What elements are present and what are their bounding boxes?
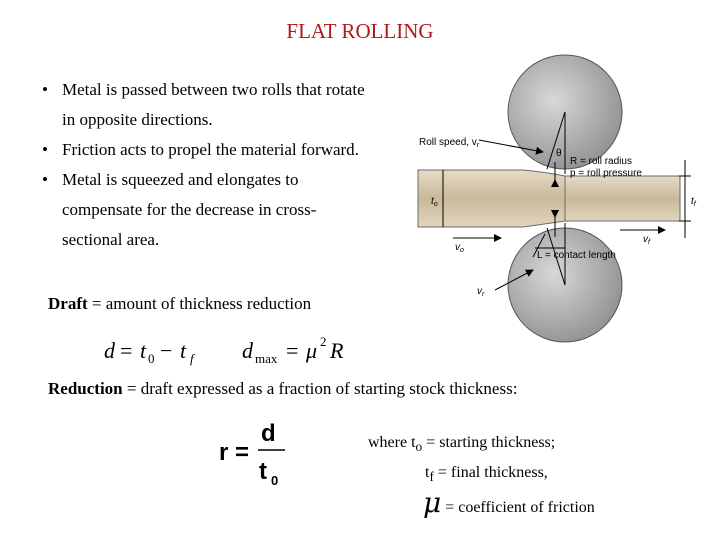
- svg-text:=: =: [235, 439, 249, 466]
- note-where-text: where t: [368, 434, 416, 451]
- reduction-description: = draft expressed as a fraction of start…: [122, 379, 518, 398]
- draft-term: Draft: [48, 294, 88, 313]
- svg-text:0: 0: [148, 351, 155, 366]
- svg-text:vr: vr: [477, 286, 485, 298]
- note-friction-text: = coefficient of friction: [445, 499, 595, 517]
- outgoing-stock: [564, 175, 681, 222]
- reduction-equation: r = d t 0: [219, 420, 285, 488]
- svg-text:=: =: [286, 338, 298, 363]
- final-thickness-subscript: f: [694, 201, 697, 208]
- variable-notes: where to = starting thickness; tf = fina…: [368, 430, 595, 521]
- note-starting-thickness-text: = starting thickness;: [422, 434, 556, 451]
- svg-text:t: t: [140, 338, 147, 363]
- svg-text:vf: vf: [643, 234, 651, 246]
- bullet-text: in opposite directions.: [62, 110, 213, 129]
- svg-text:2: 2: [320, 334, 327, 349]
- bullet-text: Metal is squeezed and elongates to: [62, 170, 299, 189]
- final-thickness-label: t: [691, 196, 695, 207]
- starting-thickness-label: t: [431, 196, 435, 207]
- exit-velocity-label: v: [643, 234, 649, 245]
- note-t-text: t: [425, 464, 430, 482]
- bullet-icon: •: [42, 80, 48, 99]
- svg-text:R: R: [329, 338, 344, 363]
- draft-definition: Draft = amount of thickness reduction: [48, 294, 311, 314]
- bullet-list: • Metal is passed between two rolls that…: [42, 75, 422, 255]
- svg-text:max: max: [255, 351, 278, 366]
- svg-text:r: r: [219, 439, 228, 466]
- svg-text:t: t: [259, 458, 267, 485]
- svg-text:f: f: [190, 351, 196, 366]
- bullet-text: Metal is passed between two rolls that r…: [62, 80, 365, 99]
- svg-text:d: d: [242, 338, 254, 363]
- note-friction: μ = coefficient of friction: [368, 489, 595, 521]
- lower-roll-speed-subscript: r: [482, 291, 485, 298]
- bullet-item: • Metal is passed between two rolls that…: [42, 75, 422, 135]
- theta-label: θ: [556, 148, 562, 159]
- entry-velocity-subscript: o: [460, 247, 464, 254]
- svg-text:to: to: [431, 196, 438, 208]
- svg-text:vo: vo: [455, 242, 464, 254]
- roll-pressure-label: p = roll pressure: [570, 168, 642, 179]
- bullet-item: • Metal is squeezed and elongates to com…: [42, 165, 422, 255]
- roll-speed-label: Roll speed, v: [419, 137, 477, 148]
- contact-length-label: L = contact length: [537, 250, 616, 261]
- bullet-icon: •: [42, 170, 48, 189]
- slide-title: FLAT ROLLING: [286, 19, 434, 43]
- svg-text:d: d: [104, 338, 116, 363]
- lower-roll-speed-label: v: [477, 286, 483, 297]
- note-f-subscript: f: [429, 469, 434, 485]
- svg-text:tf: tf: [691, 196, 697, 208]
- svg-text:=: =: [120, 338, 132, 363]
- svg-text:μ: μ: [305, 338, 317, 363]
- note-o-subscript: o: [415, 439, 423, 455]
- bullet-icon: •: [42, 140, 48, 159]
- svg-text:−: −: [160, 338, 172, 363]
- svg-text:d: d: [261, 420, 276, 447]
- flat-rolling-diagram: Roll speed, vr θ R = roll radius p = rol…: [417, 54, 697, 343]
- note-final-thickness: tf = final thickness,: [368, 460, 595, 490]
- roll-speed-subscript: r: [477, 142, 480, 149]
- note-final-thickness-text: = final thickness,: [433, 464, 548, 482]
- svg-text:t: t: [180, 338, 187, 363]
- entry-velocity-label: v: [455, 242, 461, 253]
- reduction-term: Reduction: [48, 379, 123, 398]
- svg-text:Roll speed, vr: Roll speed, vr: [419, 137, 480, 149]
- exit-velocity-subscript: f: [648, 239, 651, 246]
- bullet-text: Friction acts to propel the material for…: [62, 140, 359, 159]
- draft-equations: d = t 0 − t f d max = μ 2 R: [104, 334, 344, 366]
- reduction-definition: Reduction = draft expressed as a fractio…: [48, 379, 517, 399]
- mu-symbol-icon: μ: [423, 486, 442, 520]
- bullet-text: sectional area.: [62, 230, 160, 249]
- incoming-stock: [417, 169, 566, 228]
- svg-text:0: 0: [271, 473, 278, 488]
- bullet-text: compensate for the decrease in cross-: [62, 200, 317, 219]
- roll-radius-label: R = roll radius: [570, 156, 632, 167]
- note-starting-thickness: where to = starting thickness;: [368, 430, 595, 460]
- starting-thickness-subscript: o: [434, 201, 438, 208]
- draft-description: = amount of thickness reduction: [87, 294, 312, 313]
- bullet-item: • Friction acts to propel the material f…: [42, 135, 422, 165]
